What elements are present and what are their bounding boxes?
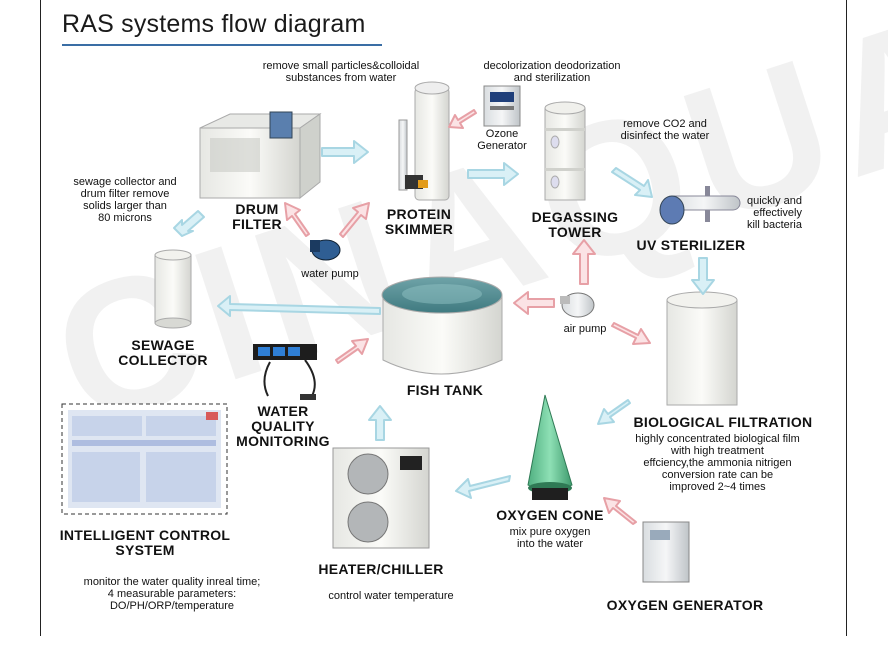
protein-skimmer-icon xyxy=(398,81,450,201)
sewage-collector-label-line2: COLLECTOR xyxy=(118,352,208,368)
water-pump-label: water pump xyxy=(301,268,359,280)
page-title: RAS systems flow diagram xyxy=(62,10,366,38)
monitor-caption-line1: monitor the water quality inreal time; xyxy=(83,576,261,588)
ozone-caption-line2: and sterilization xyxy=(513,72,591,84)
drum-caption-line3: solids larger than xyxy=(83,200,167,212)
skimmer-caption-line1: remove small particles&colloidal xyxy=(262,60,420,72)
degassing-tower-label: DEGASSING TOWER xyxy=(525,210,625,240)
protein-skimmer-label-line2: SKIMMER xyxy=(384,221,454,237)
flow-arrows xyxy=(173,109,715,525)
drum-filter-icon xyxy=(199,111,322,200)
uv-caption: quickly and effectively kill bacteria xyxy=(730,195,802,231)
ozone-generator-label: Ozone Generator xyxy=(462,128,542,152)
bio-caption-line5: improved 2~4 times xyxy=(669,481,766,493)
heater-chiller-icon xyxy=(332,447,430,549)
title-underline xyxy=(62,44,382,46)
oxygen-generator-icon xyxy=(642,521,690,583)
control-panel-icon xyxy=(61,403,228,515)
oxygen-cone-icon xyxy=(527,394,573,500)
oxygen-cone-caption: mix pure oxygen into the water xyxy=(500,526,600,550)
degassing-caption-line2: disinfect the water xyxy=(620,130,710,142)
bio-caption-line2: with high treatment xyxy=(671,445,764,457)
ozone-caption: decolorization deodorization and sterili… xyxy=(462,60,642,84)
bio-caption-line4: conversion rate can be xyxy=(661,469,774,481)
fish-tank-icon xyxy=(381,276,503,375)
degassing-tower-label-line2: TOWER xyxy=(548,224,602,240)
air-pump-icon xyxy=(560,292,595,318)
water-quality-monitoring-label: WATER QUALITY MONITORING xyxy=(228,404,338,449)
bio-caption-line1: highly concentrated biological film xyxy=(635,433,800,445)
heater-chiller-label: HEATER/CHILLER xyxy=(318,561,444,577)
intelligent-control-label: INTELLIGENT CONTROL SYSTEM xyxy=(45,528,245,558)
drum-caption-line1: sewage collector and xyxy=(73,176,177,188)
bio-caption-line3: effciency,the ammonia nitrigen xyxy=(643,457,792,469)
right-frame-line xyxy=(846,0,847,636)
monitor-caption-line2: 4 measurable parameters: xyxy=(107,588,237,600)
protein-skimmer-label-line1: PROTEIN xyxy=(386,206,452,222)
uv-caption-line1: quickly and xyxy=(746,195,802,207)
ics-label-line1: INTELLIGENT CONTROL xyxy=(59,527,231,543)
ics-label-line2: SYSTEM xyxy=(115,542,175,558)
fish-tank-label: FISH TANK xyxy=(406,382,484,398)
drum-caption-line4: 80 microns xyxy=(98,212,152,224)
uv-caption-line2: effectively xyxy=(753,207,802,219)
ozone-label-line2: Generator xyxy=(477,140,527,152)
degassing-caption: remove CO2 and disinfect the water xyxy=(600,118,730,142)
heater-caption: control water temperature xyxy=(306,590,476,602)
sewage-collector-label: SEWAGE COLLECTOR xyxy=(108,338,218,368)
uv-sterilizer-icon xyxy=(659,186,741,225)
heater-caption-line1: control water temperature xyxy=(328,590,454,602)
oxygen-cone-caption-line1: mix pure oxygen xyxy=(509,526,591,538)
sewage-collector-label-line1: SEWAGE xyxy=(131,337,195,353)
drum-filter-label-line1: DRUM xyxy=(235,201,279,217)
water-pump-icon xyxy=(310,239,341,261)
wqm-label-line2: QUALITY xyxy=(251,418,315,434)
degassing-tower-label-line1: DEGASSING xyxy=(531,209,619,225)
uv-caption-line3: kill bacteria xyxy=(746,219,802,231)
monitor-caption: monitor the water quality inreal time; 4… xyxy=(62,576,282,612)
wqm-label-line3: MONITORING xyxy=(236,433,330,449)
air-pump-label: air pump xyxy=(563,323,607,335)
biological-filter-icon xyxy=(666,291,738,406)
drum-caption: sewage collector and drum filter remove … xyxy=(60,176,190,224)
ozone-generator-icon xyxy=(483,85,521,127)
protein-skimmer-label: PROTEIN SKIMMER xyxy=(376,207,462,237)
drum-caption-line2: drum filter remove xyxy=(80,188,170,200)
oxygen-cone-caption-line2: into the water xyxy=(516,538,584,550)
bio-caption: highly concentrated biological film with… xyxy=(605,433,830,493)
skimmer-caption: remove small particles&colloidal substan… xyxy=(236,60,446,84)
monitor-caption-line3: DO/PH/ORP/temperature xyxy=(109,600,235,612)
uv-sterilizer-label: UV STERILIZER xyxy=(636,237,746,253)
drum-filter-label: DRUM FILTER xyxy=(222,202,292,232)
left-frame-line xyxy=(40,0,41,636)
ozone-label-line1: Ozone xyxy=(485,128,519,140)
degassing-caption-line1: remove CO2 and xyxy=(623,118,707,130)
oxygen-cone-label: OXYGEN CONE xyxy=(496,507,604,523)
drum-filter-label-line2: FILTER xyxy=(232,216,282,232)
oxygen-generator-label: OXYGEN GENERATOR xyxy=(606,597,764,613)
skimmer-caption-line2: substances from water xyxy=(285,72,397,84)
water-quality-monitor-icon xyxy=(253,344,317,400)
sewage-collector-icon xyxy=(154,249,192,329)
wqm-label-line1: WATER xyxy=(257,403,309,419)
biological-filtration-label: BIOLOGICAL FILTRATION xyxy=(633,414,813,430)
ozone-caption-line1: decolorization deodorization xyxy=(483,60,621,72)
degassing-tower-icon xyxy=(544,101,586,201)
